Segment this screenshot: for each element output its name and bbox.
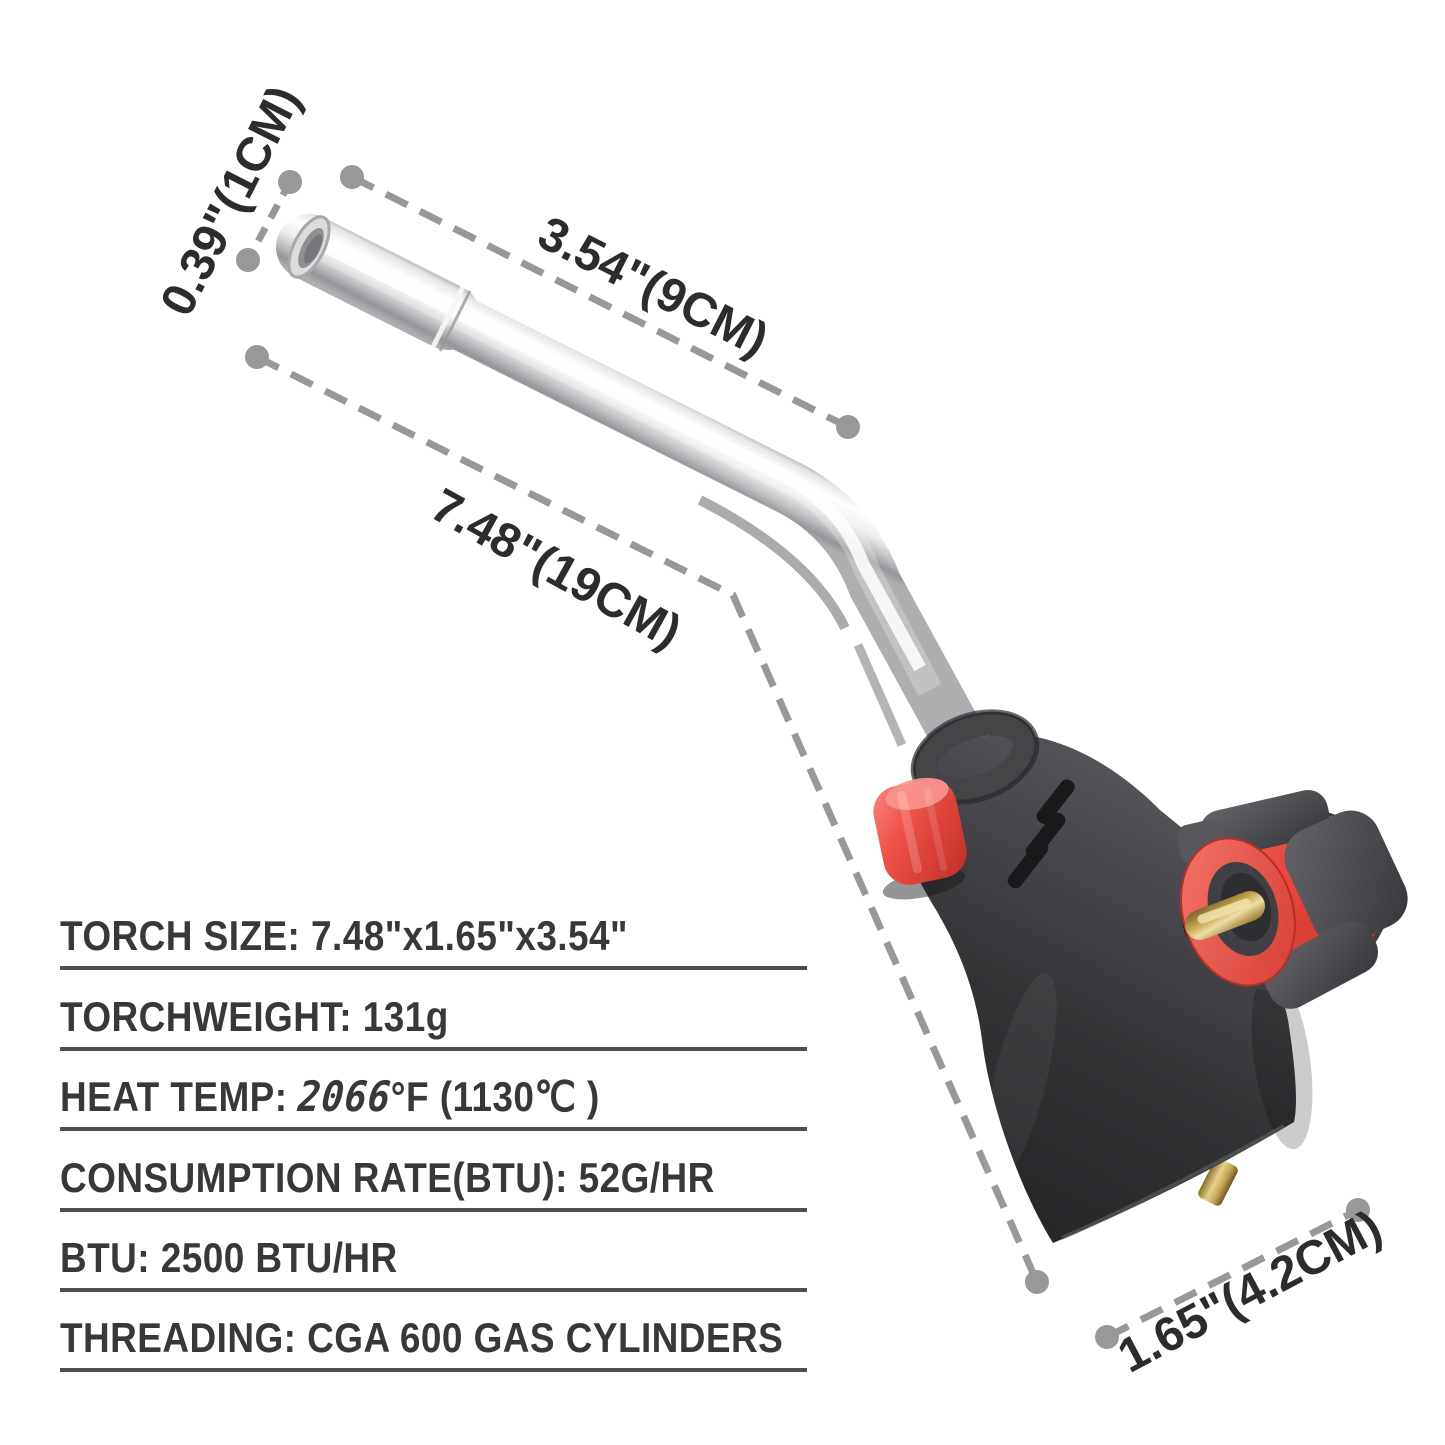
tube-seam <box>430 285 466 349</box>
leader-nozzle-diameter <box>244 180 294 262</box>
adjustment-knob <box>1176 789 1408 1009</box>
vent-slots <box>1007 779 1075 889</box>
spec-row-torch-size: TORCH SIZE: 7.48"x1.65"x3.54" <box>60 906 807 970</box>
spec-text-threading: THREADING: CGA 600 GAS CYLINDERS <box>60 1314 784 1361</box>
spec-row-torch-weight: TORCHWEIGHT: 131g <box>60 987 807 1051</box>
spec-text-consumption-rate: CONSUMPTION RATE(BTU): 52G/HR <box>60 1154 715 1201</box>
heat-temp-units: °F (1130℃ ) <box>390 1073 600 1120</box>
tube-collar-ring <box>913 711 1037 803</box>
heat-temp-value: 2066 <box>296 1072 394 1121</box>
spec-text-heat-temp: HEAT TEMP: 2066°F (1130℃ ) <box>60 1067 600 1127</box>
leader-body-width <box>1105 1206 1360 1341</box>
spec-row-threading: THREADING: CGA 600 GAS CYLINDERS <box>60 1308 807 1372</box>
burner-tip-sleeve <box>276 214 481 350</box>
spec-row-btu: BTU: 2500 BTU/HR <box>60 1228 807 1292</box>
spec-text-btu: BTU: 2500 BTU/HR <box>60 1234 398 1281</box>
leader-nozzle-length <box>350 173 850 431</box>
dimension-dots <box>236 165 1370 1349</box>
burner-tube <box>276 214 996 775</box>
spec-text-torch-weight: TORCHWEIGHT: 131g <box>60 993 449 1040</box>
heat-temp-label: HEAT TEMP: <box>60 1073 299 1120</box>
leader-torch-height <box>255 353 1041 1284</box>
spec-row-heat-temp: HEAT TEMP: 2066°F (1130℃ ) <box>60 1067 807 1131</box>
gas-inlet-fitting <box>1198 1158 1238 1206</box>
spec-text-torch-size: TORCH SIZE: 7.48"x1.65"x3.54" <box>60 912 628 959</box>
spec-row-consumption-rate: CONSUMPTION RATE(BTU): 52G/HR <box>60 1148 807 1212</box>
ignition-button <box>873 777 967 900</box>
knob-grip-lobes <box>1176 789 1408 1009</box>
dimension-lines <box>244 173 1360 1341</box>
